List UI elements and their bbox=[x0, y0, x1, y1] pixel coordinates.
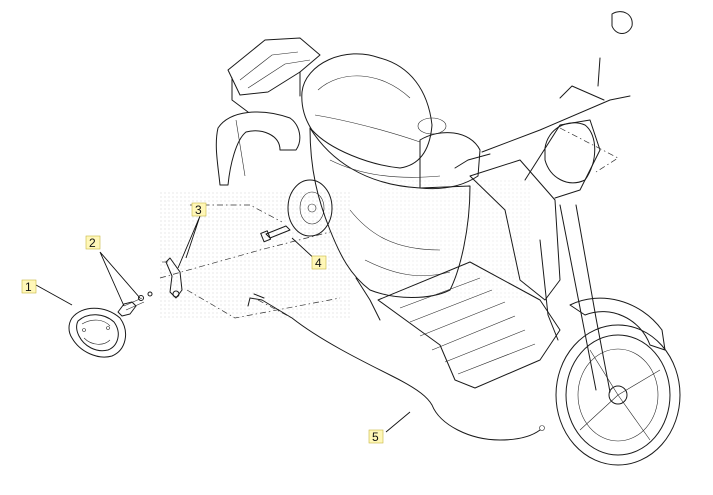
brake-cable-icon bbox=[247, 293, 545, 441]
pin-and-spring-icon bbox=[117, 291, 153, 317]
callout-3-label: 3 bbox=[195, 203, 202, 217]
callout-1: 1 bbox=[21, 279, 37, 294]
callout-2: 2 bbox=[85, 235, 101, 250]
callout-2-label: 2 bbox=[89, 236, 96, 250]
shaft-icon bbox=[260, 225, 291, 243]
callout-5: 5 bbox=[368, 429, 384, 444]
scooter-drawing-icon bbox=[215, 11, 681, 466]
brake-lever-arm-icon bbox=[162, 257, 183, 299]
watermark bbox=[160, 180, 530, 320]
callout-4-label: 4 bbox=[315, 256, 322, 270]
callout-1-label: 1 bbox=[25, 280, 32, 294]
callout-4: 4 bbox=[311, 255, 327, 270]
callout-5-label: 5 bbox=[372, 430, 379, 444]
callout-3: 3 bbox=[191, 202, 207, 217]
brake-shoe-icon bbox=[68, 307, 127, 358]
